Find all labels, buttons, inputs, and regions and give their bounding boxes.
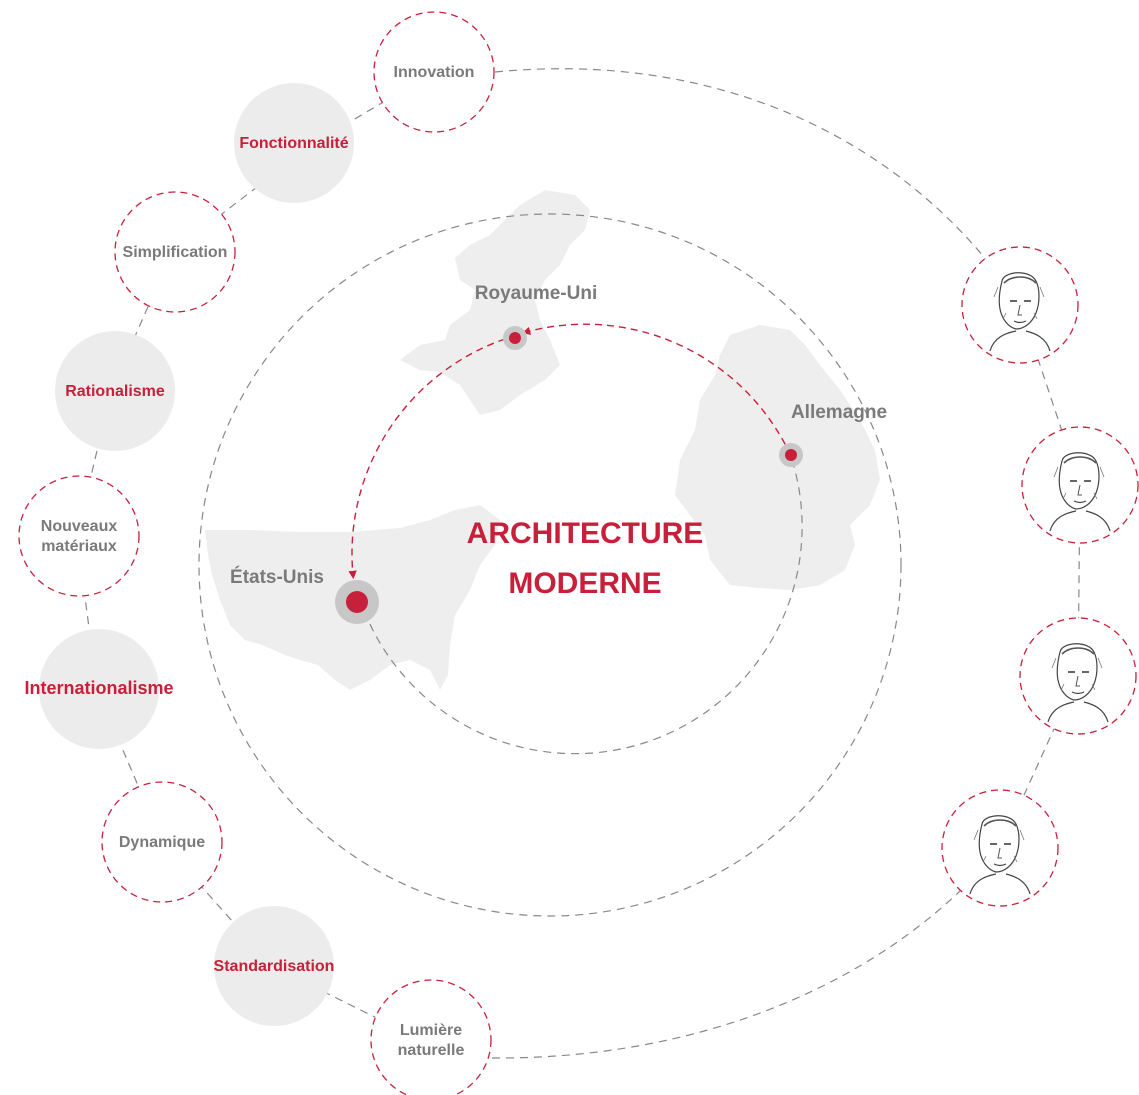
concept-label: matériaux (41, 538, 117, 555)
portrait-frame (1019, 617, 1137, 735)
concept-internationalisme: Internationalisme (24, 629, 174, 749)
concept-label: Nouveaux (41, 518, 118, 535)
concept-label: Simplification (123, 244, 228, 261)
concept-label: Lumière (400, 1022, 462, 1039)
marker-uk (503, 326, 527, 350)
title-line-2: MODERNE (508, 567, 661, 600)
concept-label: Rationalisme (65, 383, 165, 400)
portrait-connector (489, 68, 1081, 1059)
concept-circle (18, 475, 140, 597)
concept-label: naturelle (398, 1042, 465, 1059)
portrait-architect-2 (1021, 426, 1139, 544)
concept-label: Internationalisme (24, 678, 173, 698)
ring-middle (358, 454, 803, 755)
concept-rationalisme: Rationalisme (55, 331, 175, 451)
concept-simplification: Simplification (114, 191, 236, 313)
portrait-architect-1 (961, 246, 1079, 364)
concept-circles: InnovationFonctionnalitéSimplificationRa… (18, 11, 495, 1095)
portrait-architect-3 (1019, 617, 1137, 735)
portrait-frame (961, 246, 1079, 364)
ring-inner-arrow (348, 323, 792, 580)
concept-label: Innovation (394, 64, 475, 81)
portrait-architect-4 (941, 789, 1059, 907)
marker-usa (335, 580, 379, 624)
concept-circle (370, 979, 492, 1095)
concept-circle (39, 629, 159, 749)
concept-lumiere-naturelle: Lumière naturelle (370, 979, 492, 1095)
label-usa: États-Unis (230, 566, 324, 588)
concept-label: Dynamique (119, 834, 205, 851)
concept-dynamique: Dynamique (101, 781, 223, 903)
portrait-frame (941, 789, 1059, 907)
map-germany (675, 325, 880, 590)
concept-nouveaux-materiaux: Nouveaux matériaux (18, 475, 140, 597)
concept-circle (214, 906, 334, 1026)
concept-circle (101, 781, 223, 903)
map-uk (400, 190, 590, 415)
concept-label: Standardisation (214, 958, 335, 975)
title-line-1: ARCHITECTURE (467, 517, 704, 550)
concept-circle (234, 83, 354, 203)
architect-portraits (941, 246, 1139, 907)
label-uk: Royaume-Uni (475, 283, 597, 304)
ring-outer (198, 213, 902, 917)
marker-germany (779, 443, 803, 467)
concept-fonctionnalite: Fonctionnalité (234, 83, 354, 203)
concept-label: Fonctionnalité (239, 135, 348, 152)
concept-standardisation: Standardisation (214, 906, 335, 1026)
concept-circle (114, 191, 236, 313)
concept-innovation: Innovation (373, 11, 495, 133)
portrait-frame (1021, 426, 1139, 544)
concept-circle (373, 11, 495, 133)
label-germany: Allemagne (791, 402, 887, 423)
concept-circle (55, 331, 175, 451)
